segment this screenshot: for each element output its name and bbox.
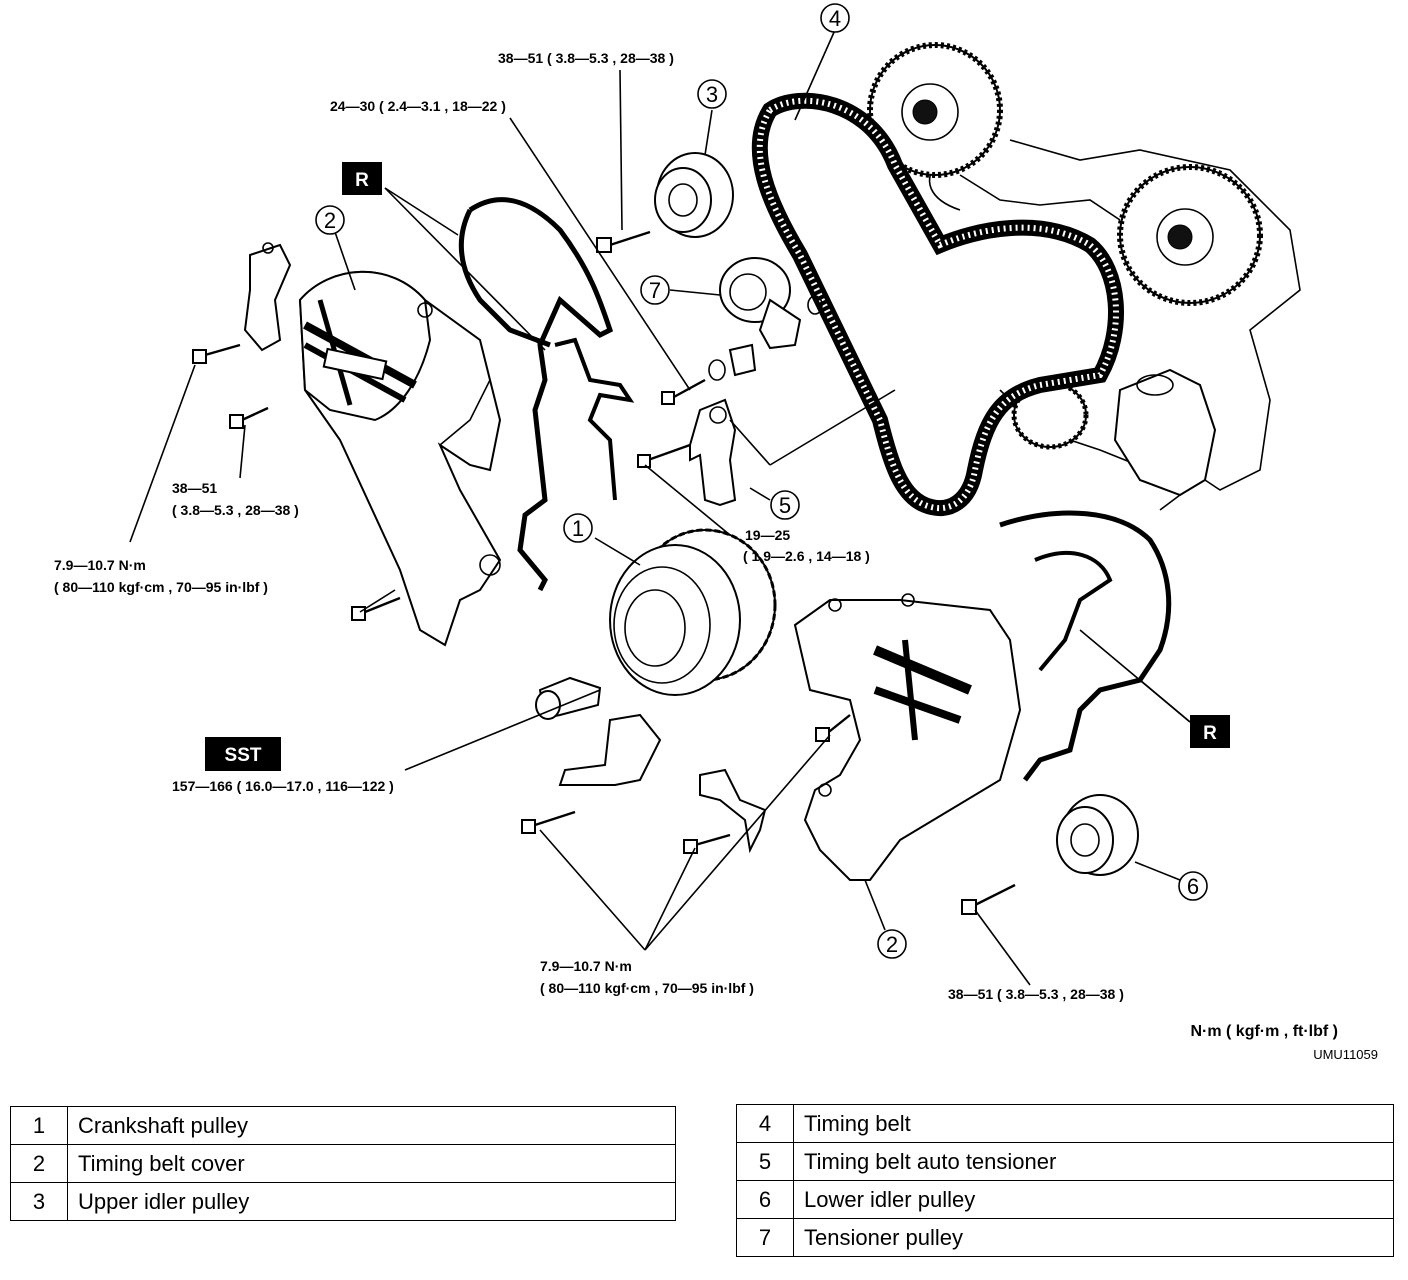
svg-text:3: 3 — [706, 82, 718, 107]
camshaft-pulley-right — [1117, 164, 1263, 306]
torque-auto-tensioner-2: ( 1.9—2.6 , 14—18 ) — [743, 548, 870, 564]
torque-lower-idler-bolt: 38—51 ( 3.8—5.3 , 28—38 ) — [948, 986, 1124, 1002]
lower-timing-belt-cover — [793, 593, 1022, 881]
torque-upper-idler-bolt: 38—51 ( 3.8—5.3 , 28—38 ) — [498, 50, 674, 66]
svg-text:7: 7 — [649, 278, 661, 303]
parts-legend-right: 4 Timing belt 5 Timing belt auto tension… — [736, 1104, 1394, 1257]
upper-idler-pulley — [654, 152, 734, 238]
lower-cover-bracket — [558, 713, 767, 854]
torque-lower-cover-2: ( 80—110 kgf·cm , 70—95 in·lbf ) — [540, 980, 754, 996]
torque-cover-small-bolt-1: 7.9—10.7 N·m — [54, 557, 146, 573]
callout-7: 7 — [640, 275, 670, 305]
figure-id: UMU11059 — [1313, 1047, 1378, 1062]
svg-text:SST: SST — [225, 745, 262, 766]
legend-row: 1 Crankshaft pulley — [10, 1106, 676, 1145]
legend-row: 4 Timing belt — [736, 1104, 1394, 1143]
torque-cover-bolt-upper-1: 38—51 — [172, 480, 217, 496]
legend-number: 5 — [736, 1142, 794, 1181]
torque-cover-bolt-upper-2: ( 3.8—5.3 , 28—38 ) — [172, 502, 299, 518]
leader-lines — [129, 29, 1191, 986]
callout-5: 5 — [770, 490, 800, 520]
legend-number: 4 — [736, 1104, 794, 1143]
legend-part-name: Lower idler pulley — [793, 1180, 1394, 1219]
legend-row: 7 Tensioner pulley — [736, 1218, 1394, 1257]
svg-text:5: 5 — [779, 493, 791, 518]
callout-1: 1 — [563, 513, 593, 543]
torque-units-note: N·m ( kgf·m , ft·lbf ) — [1190, 1023, 1338, 1040]
cover-seal-upper — [458, 197, 635, 592]
torque-cover-small-bolt-2: ( 80—110 kgf·cm , 70—95 in·lbf ) — [54, 579, 268, 595]
legend-number: 2 — [10, 1144, 68, 1183]
callout-2-lower: 2 — [877, 929, 907, 959]
timing-belt-auto-tensioner — [689, 398, 737, 507]
legend-number: 3 — [10, 1182, 68, 1221]
legend-part-name: Upper idler pulley — [67, 1182, 676, 1221]
legend-row: 3 Upper idler pulley — [10, 1182, 676, 1221]
legend-row: 5 Timing belt auto tensioner — [736, 1142, 1394, 1181]
auto-tensioner-bolt — [637, 443, 691, 468]
legend-part-name: Timing belt auto tensioner — [793, 1142, 1394, 1181]
lower-idler-bolt — [961, 883, 1016, 915]
callout-4: 4 — [820, 3, 850, 33]
svg-text:R: R — [1203, 723, 1217, 744]
parts-legend-left: 1 Crankshaft pulley 2 Timing belt cover … — [10, 1106, 676, 1221]
torque-tensioner-pulley-bolt: 24—30 ( 2.4—3.1 , 18—22 ) — [330, 98, 506, 114]
legend-number: 6 — [736, 1180, 794, 1219]
legend-row: 2 Timing belt cover — [10, 1144, 676, 1183]
legend-number: 1 — [10, 1106, 68, 1145]
callout-2-upper: 2 — [315, 205, 345, 235]
legend-part-name: Crankshaft pulley — [67, 1106, 676, 1145]
svg-text:4: 4 — [829, 6, 841, 31]
legend-row: 6 Lower idler pulley — [736, 1180, 1394, 1219]
cover-bracket-left — [243, 242, 292, 352]
legend-number: 7 — [736, 1218, 794, 1257]
svg-text:2: 2 — [886, 932, 898, 957]
callout-3: 3 — [697, 79, 727, 109]
torque-crank-bolt: 157—166 ( 16.0—17.0 , 116—122 ) — [172, 778, 394, 794]
lower-idler-pulley — [1056, 794, 1139, 876]
svg-text:6: 6 — [1187, 874, 1199, 899]
legend-part-name: Timing belt cover — [67, 1144, 676, 1183]
replace-tag-lower: R — [1190, 715, 1230, 748]
sst-tag: SST — [205, 737, 281, 771]
upper-timing-belt-cover — [298, 270, 502, 647]
svg-text:1: 1 — [572, 516, 584, 541]
timing-belt — [751, 92, 1124, 517]
torque-lower-cover-1: 7.9—10.7 N·m — [540, 958, 632, 974]
crankshaft-pulley — [609, 528, 777, 696]
tensioner-pulley — [719, 257, 823, 350]
legend-part-name: Tensioner pulley — [793, 1218, 1394, 1257]
legend-part-name: Timing belt — [793, 1104, 1394, 1143]
tensioner-pulley-bolt — [661, 343, 757, 405]
svg-text:R: R — [355, 170, 369, 191]
replace-tag-upper: R — [342, 162, 382, 195]
upper-cover-bolts — [192, 343, 401, 621]
upper-idler-bolt — [596, 230, 651, 253]
cover-seal-lower — [999, 510, 1172, 782]
camshaft-pulley-left — [867, 42, 1003, 178]
svg-text:2: 2 — [324, 208, 336, 233]
torque-auto-tensioner-1: 19—25 — [745, 527, 790, 543]
callout-6: 6 — [1178, 871, 1208, 901]
water-pump — [1113, 368, 1217, 497]
